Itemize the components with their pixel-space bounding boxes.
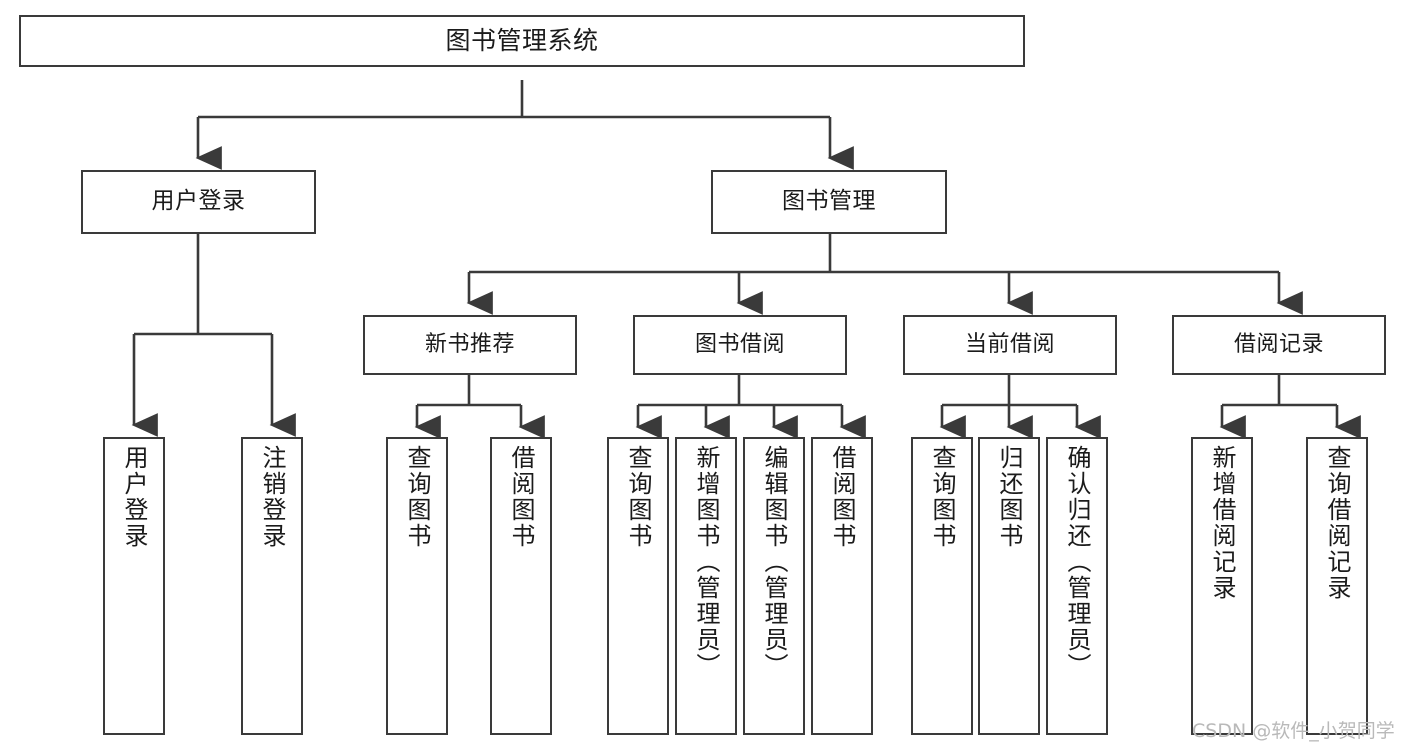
leaf-book-borrow-query-book[interactable]: 查询图书: [607, 437, 669, 735]
node-label: 当前借阅: [964, 332, 1055, 358]
node-label: 查询图书: [403, 445, 431, 549]
node-label: 借阅图书: [828, 445, 856, 549]
leaf-book-borrow-add-book-admin[interactable]: 新增图书（管理员）: [675, 437, 737, 735]
node-label: 归还图书: [995, 445, 1023, 549]
leaf-new-book-query-book[interactable]: 查询图书: [386, 437, 448, 735]
node-label: 新书推荐: [424, 332, 515, 358]
node-book-management[interactable]: 图书管理: [711, 170, 947, 234]
leaf-current-borrow-return-book[interactable]: 归还图书: [978, 437, 1040, 735]
node-current-borrow[interactable]: 当前借阅: [903, 315, 1117, 375]
node-label: 借阅记录: [1233, 332, 1324, 358]
node-new-book-recommend[interactable]: 新书推荐: [363, 315, 577, 375]
node-label: 图书管理系统: [445, 26, 599, 56]
leaf-new-book-borrow-book[interactable]: 借阅图书: [490, 437, 552, 735]
node-label: 用户登录: [151, 188, 246, 215]
leaf-user-login-login[interactable]: 用户登录: [103, 437, 165, 735]
node-user-login[interactable]: 用户登录: [81, 170, 316, 234]
leaf-borrow-record-query-record[interactable]: 查询借阅记录: [1306, 437, 1368, 735]
node-label: 确认归还（管理员）: [1063, 445, 1091, 679]
node-root-book-management-system[interactable]: 图书管理系统: [19, 15, 1025, 67]
node-label: 借阅图书: [507, 445, 535, 549]
leaf-borrow-record-add-record[interactable]: 新增借阅记录: [1191, 437, 1253, 735]
node-label: 新增图书（管理员）: [692, 445, 720, 679]
leaf-current-borrow-confirm-return-admin[interactable]: 确认归还（管理员）: [1046, 437, 1108, 735]
leaf-user-login-logout[interactable]: 注销登录: [241, 437, 303, 735]
leaf-book-borrow-borrow-book[interactable]: 借阅图书: [811, 437, 873, 735]
node-book-borrow[interactable]: 图书借阅: [633, 315, 847, 375]
node-label: 编辑图书（管理员）: [760, 445, 788, 679]
node-label: 图书借阅: [694, 332, 785, 358]
leaf-book-borrow-edit-book-admin[interactable]: 编辑图书（管理员）: [743, 437, 805, 735]
leaf-current-borrow-query-book[interactable]: 查询图书: [911, 437, 973, 735]
node-label: 查询图书: [624, 445, 652, 549]
node-label: 查询图书: [928, 445, 956, 549]
node-label: 新增借阅记录: [1208, 445, 1236, 601]
node-borrow-record[interactable]: 借阅记录: [1172, 315, 1386, 375]
node-label: 注销登录: [258, 445, 286, 549]
csdn-watermark: CSDN @软件_小贺同学: [1192, 720, 1395, 742]
node-label: 用户登录: [120, 445, 148, 549]
node-label: 查询借阅记录: [1323, 445, 1351, 601]
node-label: 图书管理: [782, 188, 876, 215]
